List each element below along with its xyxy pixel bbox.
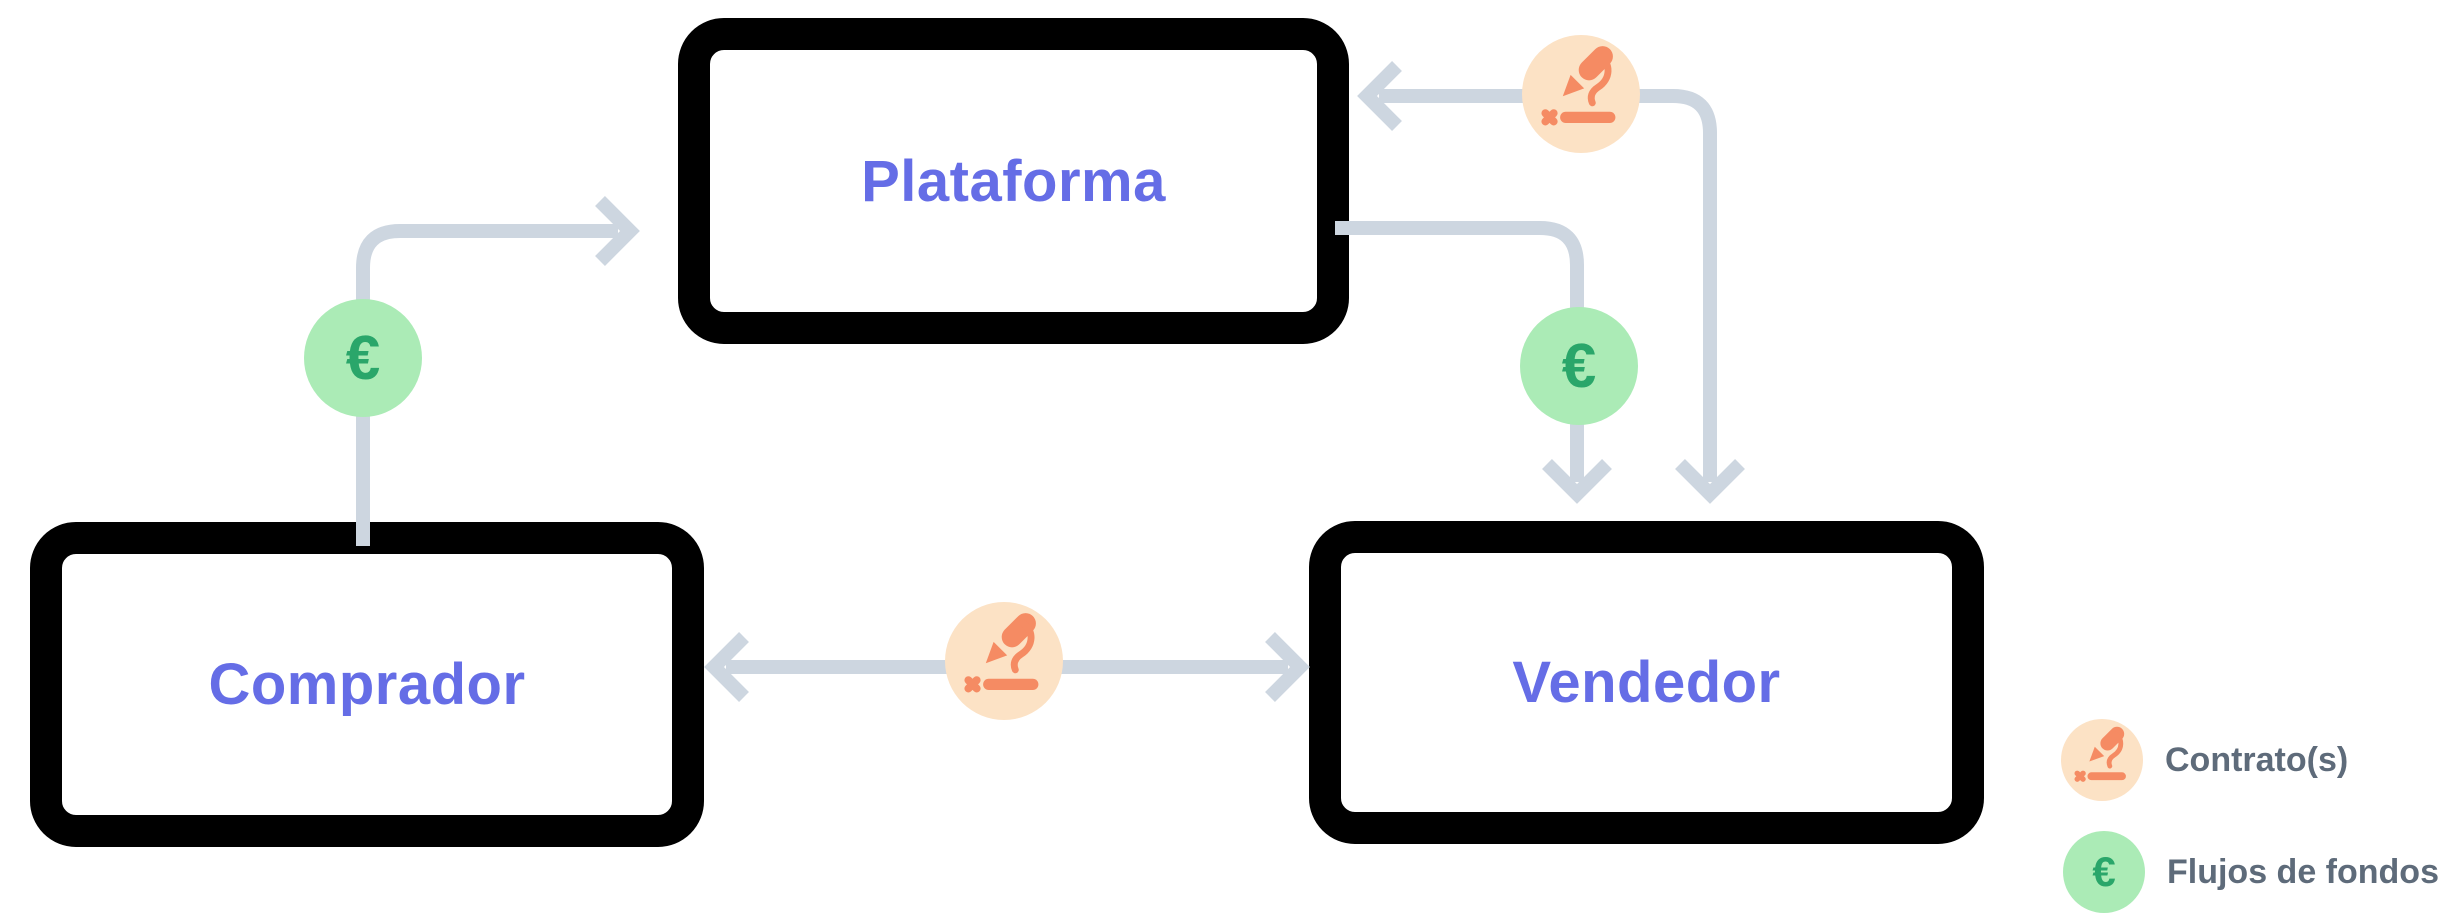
- node-buyer: Comprador: [30, 522, 704, 847]
- arrowhead-left-into-buyer: [704, 632, 749, 702]
- pen-signature-icon: [1522, 34, 1640, 154]
- funds-badge-buyer-platform: €: [304, 299, 422, 417]
- legend-item-funds: € Flujos de fondos: [2063, 831, 2439, 913]
- pen-signature-icon: [945, 601, 1063, 721]
- arrowhead-down-into-seller-right: [1675, 459, 1745, 504]
- legend-funds-label: Flujos de fondos: [2167, 852, 2439, 891]
- arrowhead-down-into-seller-left: [1542, 459, 1612, 504]
- euro-icon: €: [345, 323, 381, 393]
- node-buyer-label: Comprador: [208, 652, 526, 717]
- node-platform: Plataforma: [678, 18, 1349, 344]
- euro-icon: €: [2092, 848, 2116, 895]
- node-platform-label: Plataforma: [861, 148, 1166, 214]
- euro-icon: €: [1561, 331, 1597, 401]
- contract-badge-platform-seller: [1522, 35, 1640, 153]
- legend-funds-badge: €: [2063, 831, 2145, 913]
- legend-contract-badge: [2061, 719, 2143, 801]
- arrowhead-right-into-platform: [595, 196, 640, 266]
- arrowhead-right-into-seller: [1265, 632, 1310, 702]
- legend-item-contract: Contrato(s): [2061, 719, 2348, 801]
- pen-signature-icon: [2061, 719, 2143, 801]
- contract-badge-buyer-seller: [945, 602, 1063, 720]
- node-seller: Vendedor: [1309, 521, 1984, 844]
- funds-badge-platform-seller: €: [1520, 307, 1638, 425]
- arrowhead-left-into-platform: [1357, 61, 1402, 131]
- node-seller-label: Vendedor: [1512, 650, 1781, 715]
- legend-contract-label: Contrato(s): [2165, 740, 2349, 779]
